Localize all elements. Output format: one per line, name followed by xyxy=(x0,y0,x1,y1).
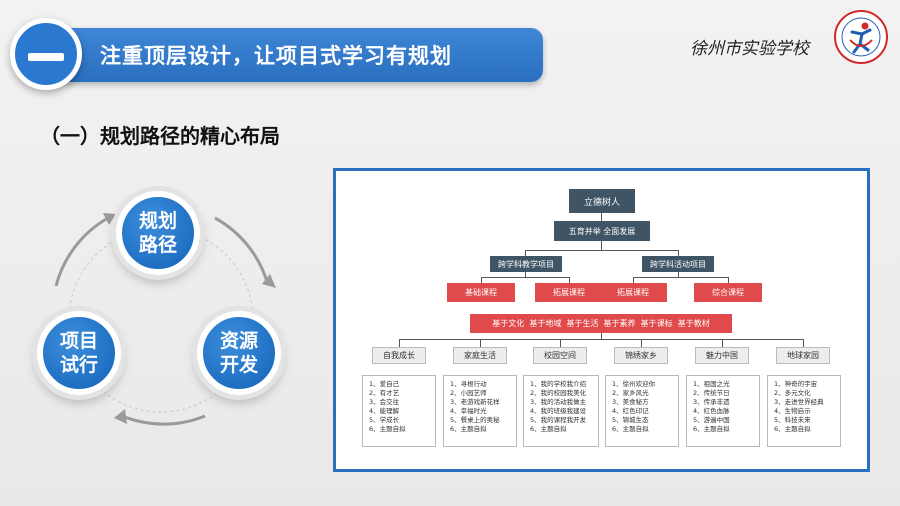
list-item: 5、学成长 xyxy=(369,416,400,424)
list-item: 4、幸福时光 xyxy=(450,407,487,415)
list-item: 5、科技未来 xyxy=(774,416,811,424)
chart-branch: 跨学科教学项目 xyxy=(490,256,562,272)
list-item: 4、生物启示 xyxy=(774,407,811,415)
chart-level2: 五育并举 全面发展 xyxy=(554,221,650,241)
list-item: 3、我的活动我做主 xyxy=(530,398,587,406)
list-item: 5、我的课程我开发 xyxy=(530,416,587,424)
list-item: 2、有才艺 xyxy=(369,389,400,397)
chart-course: 综合课程 xyxy=(694,283,762,302)
list-item: 6、主题自拟 xyxy=(530,425,567,433)
list-item: 5、锦城生态 xyxy=(612,416,649,424)
list-item: 4、能理解 xyxy=(369,407,400,415)
list-item: 6、主题自拟 xyxy=(369,425,406,433)
list-item: 5、游遍中国 xyxy=(693,416,730,424)
chart-course: 拓展课程 xyxy=(535,283,603,302)
list-item: 2、家乡风光 xyxy=(612,389,649,397)
category-list: 1、寻根行动 2、小园艺师 3、老游戏新花样 4、幸福时光 5、餐桌上的奥秘 6… xyxy=(443,375,517,447)
chart-category: 魅力中国 xyxy=(695,347,749,364)
list-item: 4、我的班级我建设 xyxy=(530,407,587,415)
cycle-node-trial: 项目试行 xyxy=(37,311,121,395)
category-list: 1、徐州欢迎你 2、家乡风光 3、美食秘方 4、红色印记 5、锦城生态 6、主题… xyxy=(605,375,679,447)
list-item: 3、美食秘方 xyxy=(612,398,649,406)
list-item: 6、主题自拟 xyxy=(693,425,730,433)
list-item: 6、主题自拟 xyxy=(612,425,649,433)
list-item: 3、老游戏新花样 xyxy=(450,398,500,406)
cycle-node-label: 资源开发 xyxy=(219,330,258,376)
chart-category: 地球家园 xyxy=(776,347,830,364)
list-item: 4、红色血脉 xyxy=(693,407,730,415)
chart-course: 基础课程 xyxy=(447,283,515,302)
list-item: 1、爱自己 xyxy=(369,380,400,388)
curriculum-chart: 立德树人 五育并举 全面发展 跨学科教学项目 跨学科活动项目 基础课程 拓展课程… xyxy=(333,168,870,472)
list-item: 2、我的校园我美化 xyxy=(530,389,587,397)
list-item: 1、神奇的宇宙 xyxy=(774,380,818,388)
list-item: 4、红色印记 xyxy=(612,407,649,415)
section-subtitle: （一）规划路径的精心布局 xyxy=(40,124,280,148)
chart-root: 立德树人 xyxy=(569,189,635,213)
category-list: 1、神奇的宇宙 2、多元文化 3、走进世界经典 4、生物启示 5、科技未来 6、… xyxy=(767,375,841,447)
cycle-node-resource: 资源开发 xyxy=(197,311,281,395)
list-item: 3、走进世界经典 xyxy=(774,398,824,406)
banner-bar xyxy=(28,28,543,82)
cycle-node-plan: 规划路径 xyxy=(116,191,200,275)
school-logo xyxy=(834,10,888,64)
list-item: 3、传承非遗 xyxy=(693,398,730,406)
section-banner: 注重顶层设计，让项目式学习有规划 xyxy=(10,18,550,90)
list-item: 1、我的学校我介绍 xyxy=(530,380,587,388)
chart-branch: 跨学科活动项目 xyxy=(642,256,714,272)
list-item: 1、祖国之光 xyxy=(693,380,730,388)
cycle-node-label: 规划路径 xyxy=(138,210,177,256)
cycle-diagram: 规划路径 资源开发 项目试行 xyxy=(30,180,320,450)
cycle-arrows xyxy=(54,213,276,426)
chart-category: 校园空间 xyxy=(533,347,587,364)
list-item: 6、主题自拟 xyxy=(450,425,487,433)
list-item: 1、徐州欢迎你 xyxy=(612,380,656,388)
cycle-node-label: 项目试行 xyxy=(59,330,98,376)
chart-bases: 基于文化 基于地域 基于生活 基于素养 基于课标 基于教材 xyxy=(470,314,732,333)
number-one-mark xyxy=(28,53,64,61)
category-list: 1、爱自己 2、有才艺 3、会交往 4、能理解 5、学成长 6、主题自拟 xyxy=(362,375,436,447)
list-item: 3、会交往 xyxy=(369,398,400,406)
list-item: 2、多元文化 xyxy=(774,389,811,397)
chart-course: 拓展课程 xyxy=(599,283,667,302)
list-item: 1、寻根行动 xyxy=(450,380,487,388)
chart-category: 锦绣家乡 xyxy=(614,347,668,364)
banner-title: 注重顶层设计，让项目式学习有规划 xyxy=(100,44,452,68)
list-item: 2、传统节日 xyxy=(693,389,730,397)
category-list: 1、祖国之光 2、传统节日 3、传承非遗 4、红色血脉 5、游遍中国 6、主题自… xyxy=(686,375,760,447)
school-name: 徐州市实验学校 xyxy=(690,39,809,59)
list-item: 5、餐桌上的奥秘 xyxy=(450,416,500,424)
list-item: 6、主题自拟 xyxy=(774,425,811,433)
list-item: 2、小园艺师 xyxy=(450,389,487,397)
category-list: 1、我的学校我介绍 2、我的校园我美化 3、我的活动我做主 4、我的班级我建设 … xyxy=(523,375,599,447)
chart-category: 自我成长 xyxy=(372,347,426,364)
banner-number-circle xyxy=(10,18,82,90)
chart-category: 家庭生活 xyxy=(453,347,507,364)
